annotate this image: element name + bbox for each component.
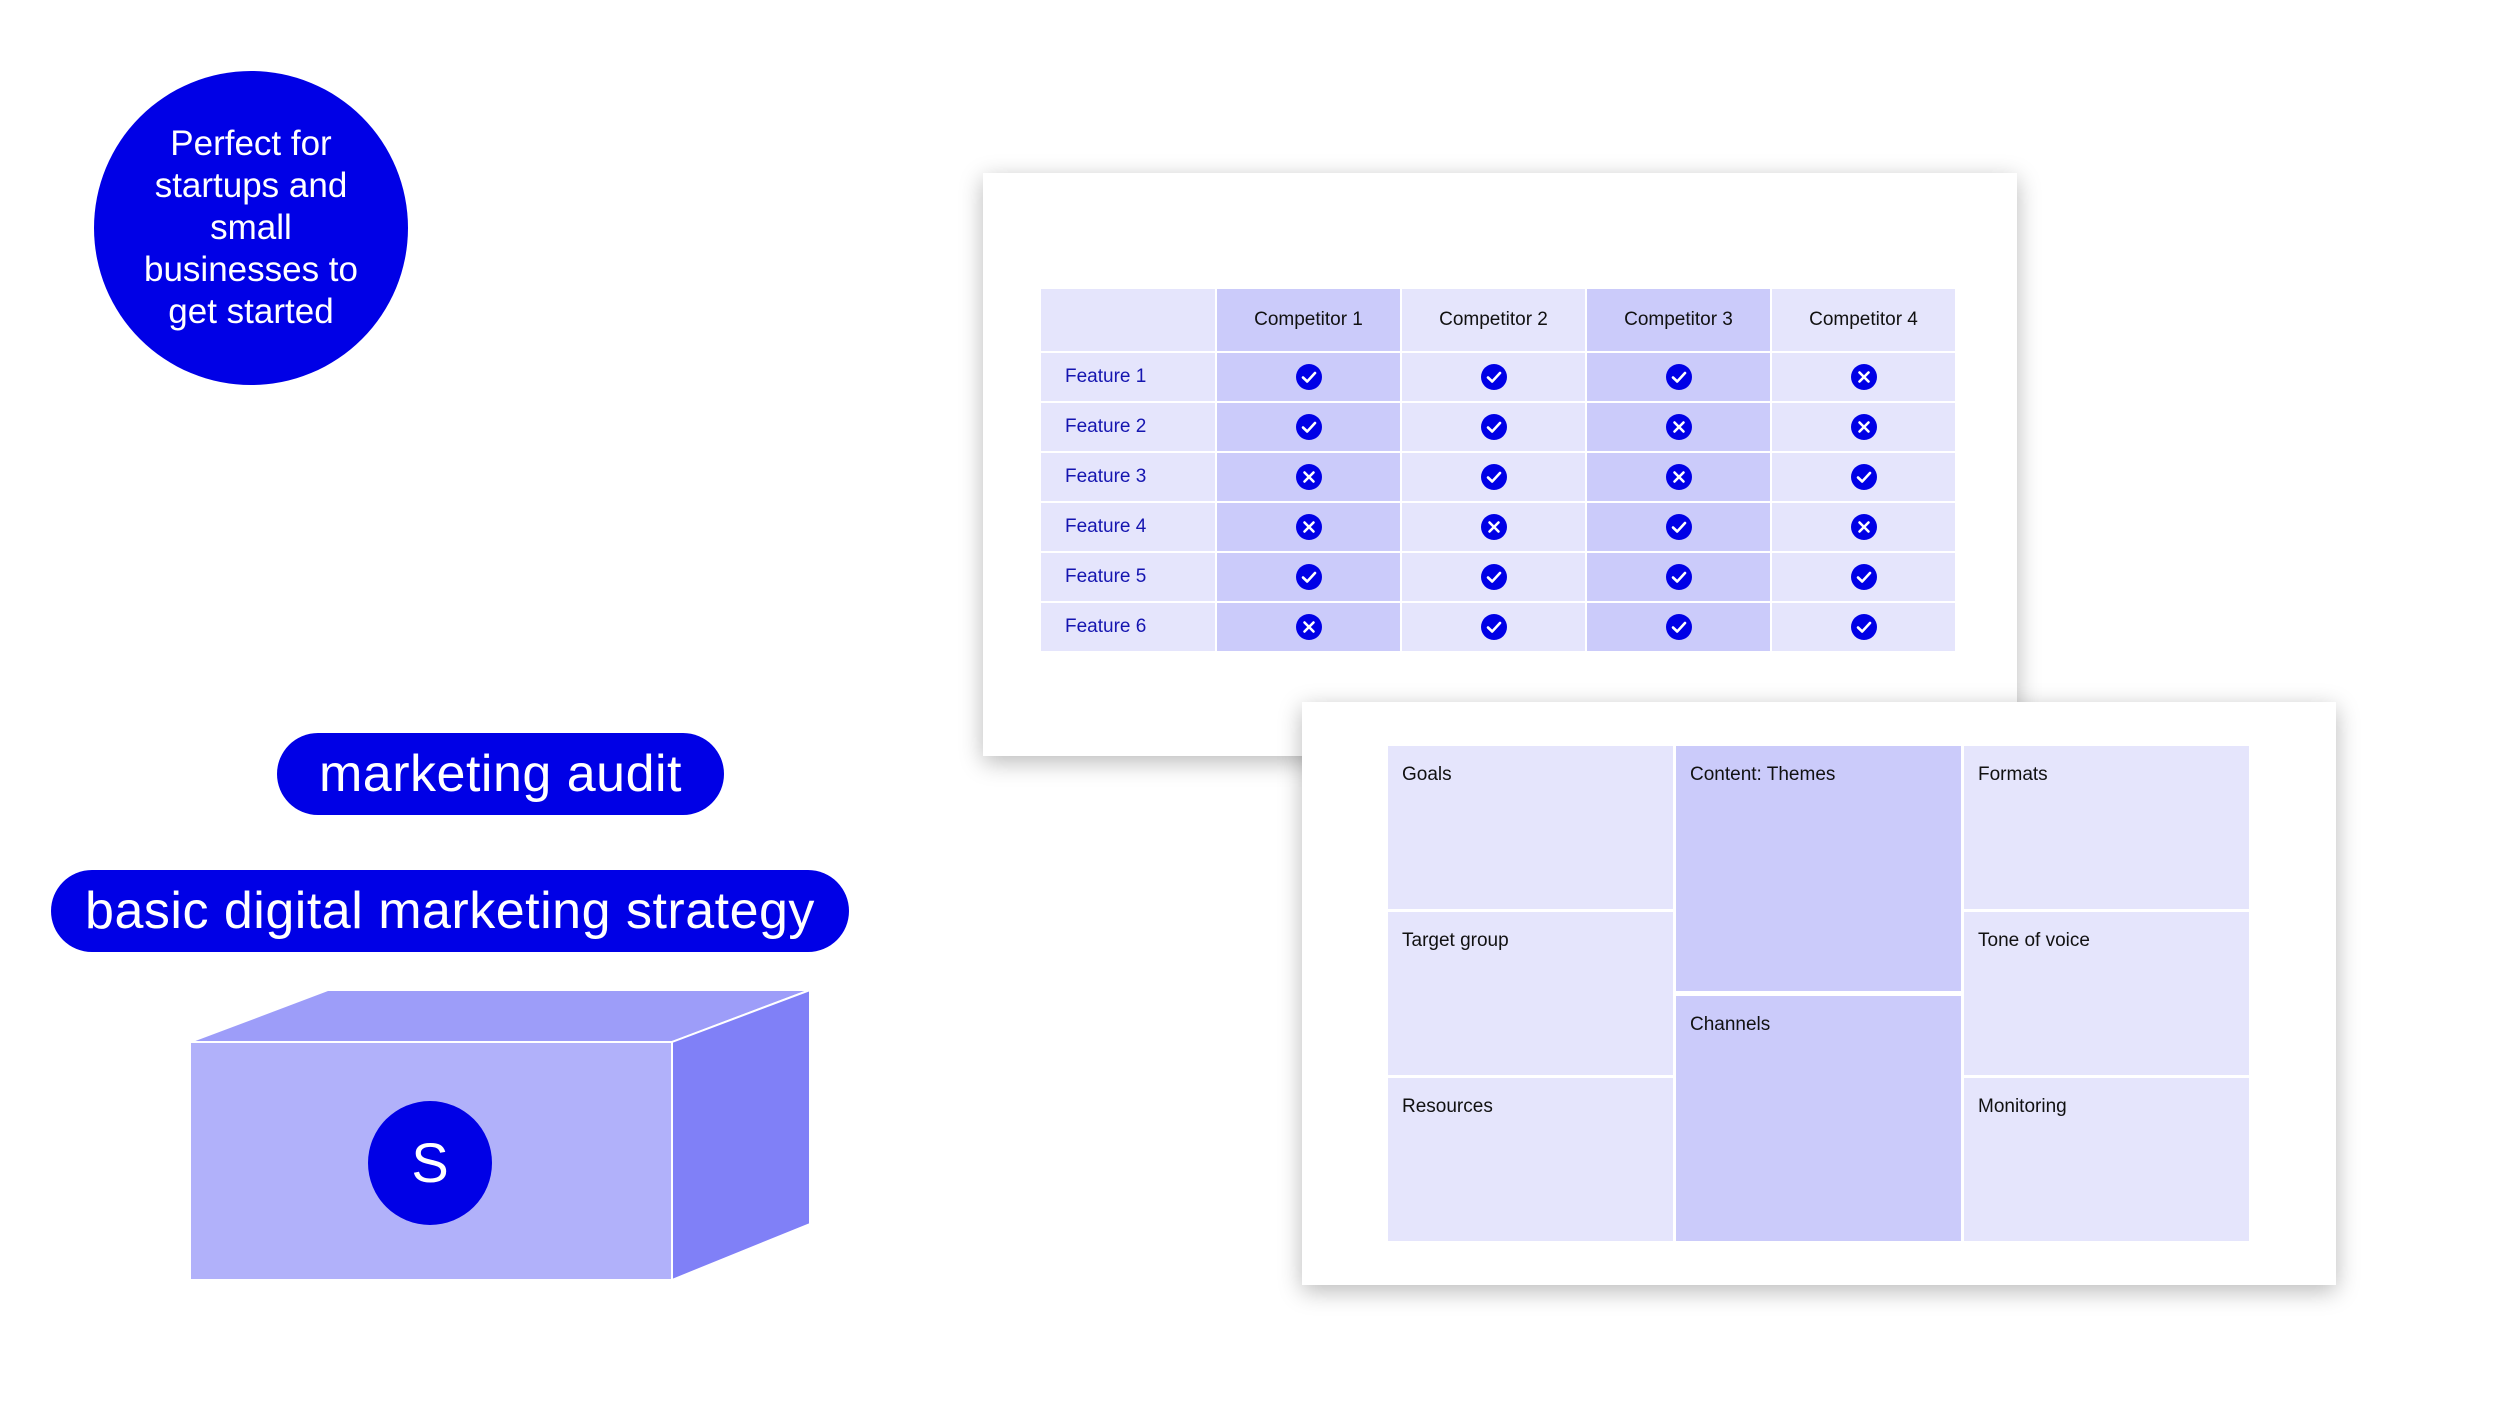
comparison-table: Competitor 1 Competitor 2 Competitor 3 C…	[1041, 289, 1955, 651]
check-circle-icon	[1665, 513, 1693, 541]
comparison-cell	[1587, 603, 1770, 651]
comparison-cell	[1217, 603, 1400, 651]
pill-label: basic digital marketing strategy	[85, 882, 815, 940]
check-circle-icon	[1295, 363, 1323, 391]
startup-badge: Perfect for startups and small businesse…	[94, 71, 408, 385]
digital-strategy-pill: basic digital marketing strategy	[51, 870, 849, 952]
target-group-cell: Target group	[1388, 912, 1673, 1075]
pill-label: marketing audit	[318, 745, 683, 803]
channels-cell: Channels	[1676, 996, 1961, 1241]
goals-cell: Goals	[1388, 746, 1673, 909]
package-box-illustration: S	[190, 990, 810, 1282]
check-circle-icon	[1295, 563, 1323, 591]
check-circle-icon	[1850, 563, 1878, 591]
feature-label: Feature 6	[1041, 603, 1215, 651]
feature-label: Feature 2	[1041, 403, 1215, 451]
competitor-header: Competitor 1	[1217, 289, 1400, 351]
feature-label: Feature 4	[1041, 503, 1215, 551]
tone-of-voice-cell: Tone of voice	[1964, 912, 2249, 1075]
check-circle-icon	[1480, 463, 1508, 491]
comparison-cell	[1402, 553, 1585, 601]
content-themes-cell: Content: Themes	[1676, 746, 1961, 991]
comparison-cell	[1402, 453, 1585, 501]
comparison-cell	[1217, 353, 1400, 401]
x-circle-icon	[1295, 463, 1323, 491]
check-circle-icon	[1480, 413, 1508, 441]
comparison-cell	[1402, 403, 1585, 451]
check-circle-icon	[1295, 413, 1323, 441]
feature-label: Feature 5	[1041, 553, 1215, 601]
comparison-cell	[1772, 353, 1955, 401]
comparison-cell	[1587, 453, 1770, 501]
competitor-comparison-card: Competitor 1 Competitor 2 Competitor 3 C…	[983, 173, 2017, 756]
comparison-cell	[1587, 403, 1770, 451]
comparison-cell	[1772, 603, 1955, 651]
x-circle-icon	[1665, 463, 1693, 491]
x-circle-icon	[1295, 613, 1323, 641]
competitor-header: Competitor 2	[1402, 289, 1585, 351]
comparison-cell	[1217, 503, 1400, 551]
check-circle-icon	[1480, 363, 1508, 391]
formats-cell: Formats	[1964, 746, 2249, 909]
comparison-cell	[1772, 553, 1955, 601]
x-circle-icon	[1850, 363, 1878, 391]
monitoring-cell: Monitoring	[1964, 1078, 2249, 1241]
box-side-face	[671, 990, 810, 1282]
comparison-cell	[1772, 453, 1955, 501]
x-circle-icon	[1480, 513, 1508, 541]
marketing-audit-pill: marketing audit	[277, 733, 724, 815]
package-letter-circle	[368, 1101, 492, 1225]
x-circle-icon	[1850, 413, 1878, 441]
competitor-header: Competitor 3	[1587, 289, 1770, 351]
check-circle-icon	[1665, 363, 1693, 391]
check-circle-icon	[1665, 563, 1693, 591]
x-circle-icon	[1850, 513, 1878, 541]
check-circle-icon	[1850, 613, 1878, 641]
comparison-cell	[1772, 503, 1955, 551]
strategy-canvas: Goals Target group Resources Content: Th…	[1388, 746, 2249, 1241]
competitor-header: Competitor 4	[1772, 289, 1955, 351]
check-circle-icon	[1480, 613, 1508, 641]
strategy-canvas-card: Goals Target group Resources Content: Th…	[1302, 702, 2336, 1285]
x-circle-icon	[1665, 413, 1693, 441]
check-circle-icon	[1665, 613, 1693, 641]
comparison-cell	[1217, 403, 1400, 451]
comparison-cell	[1587, 353, 1770, 401]
comparison-cell	[1217, 553, 1400, 601]
x-circle-icon	[1295, 513, 1323, 541]
badge-text: Perfect for startups and small businesse…	[143, 124, 359, 331]
comparison-cell	[1587, 503, 1770, 551]
feature-label: Feature 3	[1041, 453, 1215, 501]
table-corner	[1041, 289, 1215, 351]
feature-label: Feature 1	[1041, 353, 1215, 401]
comparison-cell	[1402, 603, 1585, 651]
check-circle-icon	[1850, 463, 1878, 491]
comparison-cell	[1402, 503, 1585, 551]
package-letter: S	[411, 1131, 448, 1194]
comparison-cell	[1217, 453, 1400, 501]
comparison-cell	[1772, 403, 1955, 451]
check-circle-icon	[1480, 563, 1508, 591]
resources-cell: Resources	[1388, 1078, 1673, 1241]
comparison-cell	[1587, 553, 1770, 601]
comparison-cell	[1402, 353, 1585, 401]
